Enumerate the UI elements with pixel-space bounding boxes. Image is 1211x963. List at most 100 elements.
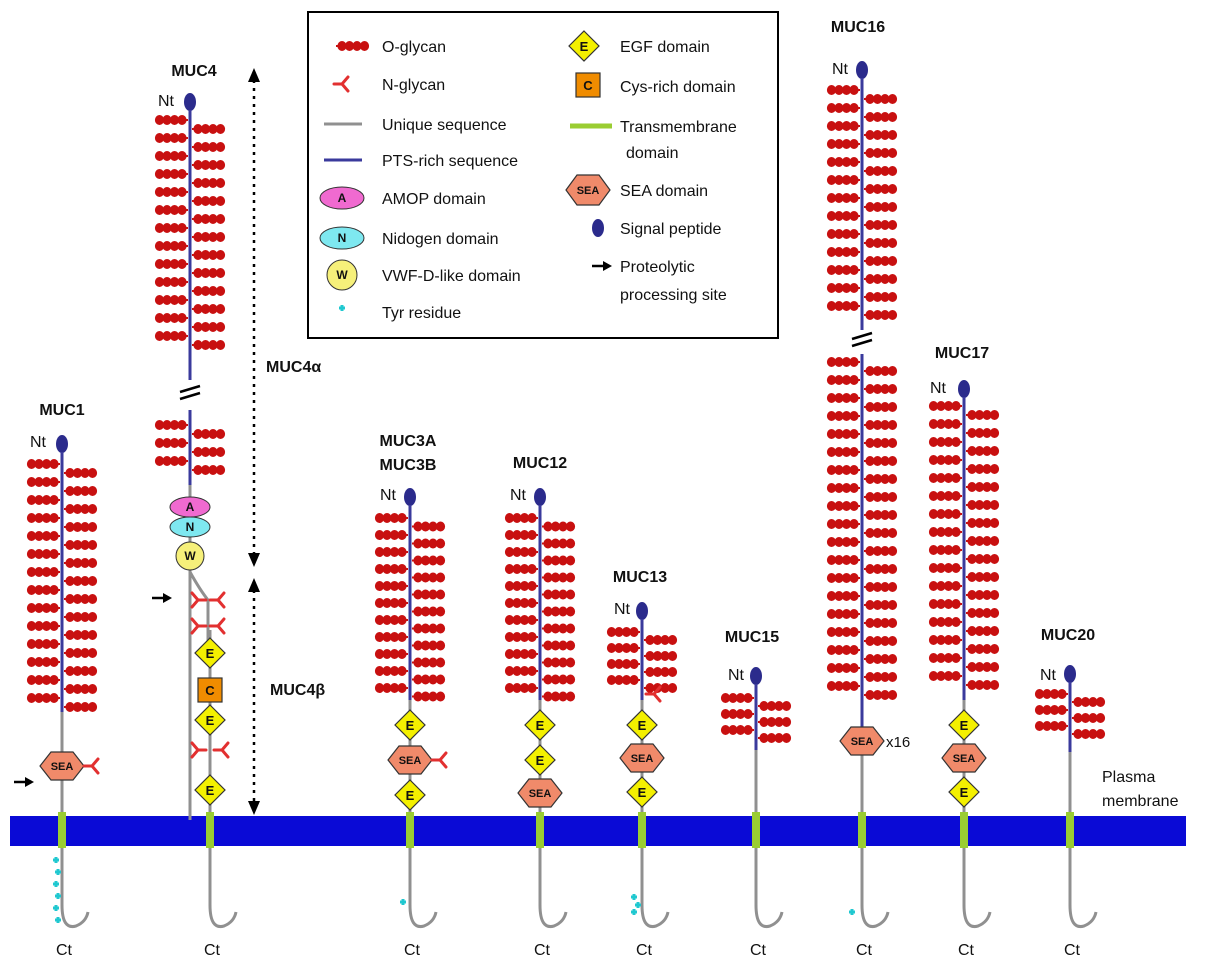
o-glycan — [154, 187, 188, 197]
o-glycan-dot — [389, 564, 400, 574]
tyr-residue — [400, 899, 406, 905]
o-glycan-dot — [887, 510, 898, 520]
o-glycan — [192, 465, 226, 475]
ct-tail-line — [208, 848, 238, 929]
sea-hexagon — [619, 743, 665, 773]
o-glycan-dot — [1057, 689, 1067, 699]
o-glycan-dot — [841, 121, 852, 131]
o-glycan — [966, 428, 1000, 438]
o-glycan-dot — [974, 590, 985, 600]
o-glycan-dot — [550, 623, 561, 634]
egf-domain: E — [394, 779, 426, 811]
o-glycan-dot — [967, 410, 977, 420]
o-glycan-dot — [834, 265, 844, 275]
o-glycan-dot — [880, 94, 890, 104]
o-glycan-dot — [872, 112, 883, 122]
o-glycan-dot — [208, 196, 218, 206]
o-glycan — [826, 573, 860, 583]
o-glycan-dot — [943, 635, 954, 645]
o-glycan-dot — [420, 674, 431, 685]
o-glycan-dot — [766, 701, 777, 711]
o-glycan-dot — [65, 612, 75, 622]
o-glycan-dot — [865, 94, 875, 104]
transmembrane-segment — [752, 812, 760, 848]
o-glycan-dot — [887, 672, 898, 682]
o-glycan-dot — [389, 581, 400, 591]
o-glycan-dot — [834, 663, 844, 673]
o-glycan-dot — [420, 555, 431, 566]
n-glycan-arm — [216, 617, 226, 628]
o-glycan-dot — [208, 322, 218, 332]
o-glycan — [1034, 721, 1068, 731]
o-glycan — [826, 501, 860, 511]
o-glycan — [928, 419, 962, 429]
o-glycan — [864, 618, 898, 628]
o-glycan-dot — [735, 693, 746, 703]
o-glycan-dot — [887, 112, 898, 122]
o-glycan — [504, 581, 538, 591]
o-glycan-cluster — [26, 459, 98, 712]
o-glycan-dot — [967, 428, 977, 438]
o-glycan-dot — [974, 680, 985, 690]
membrane-label: Plasma — [1102, 769, 1155, 786]
o-glycan-dot — [667, 635, 678, 645]
o-glycan-dot — [428, 623, 438, 634]
o-glycan — [864, 690, 898, 700]
o-glycan-dot — [834, 537, 844, 547]
o-glycan-dot — [550, 674, 561, 685]
o-glycan — [504, 632, 538, 642]
sea-hexagon — [517, 778, 563, 808]
o-glycan-dot — [420, 521, 431, 532]
sea-letter: SEA — [851, 736, 874, 748]
o-glycan-dot — [193, 124, 203, 134]
o-glycan-dot — [41, 459, 52, 469]
o-glycan-dot — [652, 635, 663, 645]
nt-label: Nt — [30, 434, 47, 451]
tyr-residue — [635, 902, 641, 908]
o-glycan-dot — [200, 214, 211, 224]
o-glycan — [374, 547, 408, 557]
o-glycan-dot — [512, 513, 522, 523]
o-glycan-dot — [550, 589, 561, 600]
o-glycan-dot — [660, 667, 670, 677]
cys-square — [197, 677, 223, 703]
o-glycan-dot — [943, 527, 954, 537]
o-glycan-dot — [841, 411, 852, 421]
o-glycan — [966, 410, 1000, 420]
o-glycan-dot — [982, 428, 992, 438]
o-glycan — [644, 635, 678, 645]
o-glycan-dot — [34, 585, 44, 595]
n-glycan-arm — [190, 741, 200, 752]
o-glycan-dot — [629, 643, 639, 653]
o-glycan-dot — [1095, 729, 1106, 739]
cys-square — [575, 72, 601, 98]
o-glycan-dot — [193, 286, 203, 296]
o-glycan — [26, 513, 60, 523]
o-glycan-dot — [193, 178, 203, 188]
o-glycan-dot — [41, 477, 52, 487]
o-glycan-dot — [834, 139, 844, 149]
o-glycan-dot — [80, 558, 90, 568]
o-glycan-dot — [87, 702, 98, 712]
o-glycan-dot — [519, 666, 530, 676]
o-glycan-dot — [519, 615, 530, 625]
o-glycan — [542, 691, 576, 702]
ct-tail-line — [962, 848, 992, 929]
o-glycan-dot — [974, 554, 985, 564]
o-glycan-dot — [951, 563, 961, 573]
o-glycan-dot — [982, 446, 992, 456]
o-glycan-dot — [936, 401, 946, 411]
o-glycan-dot — [834, 411, 844, 421]
o-glycan — [26, 459, 60, 469]
o-glycan-dot — [841, 193, 852, 203]
o-glycan — [192, 304, 226, 314]
o-glycan-dot — [49, 657, 59, 667]
o-glycan — [864, 384, 898, 394]
o-glycan — [26, 567, 60, 577]
o-glycan-dot — [834, 211, 844, 221]
o-glycan-dot — [208, 447, 218, 457]
o-glycan-dot — [826, 447, 837, 457]
o-glycan-dot — [41, 567, 52, 577]
o-glycan-dot — [834, 555, 844, 565]
transmembrane-segment — [536, 812, 544, 848]
